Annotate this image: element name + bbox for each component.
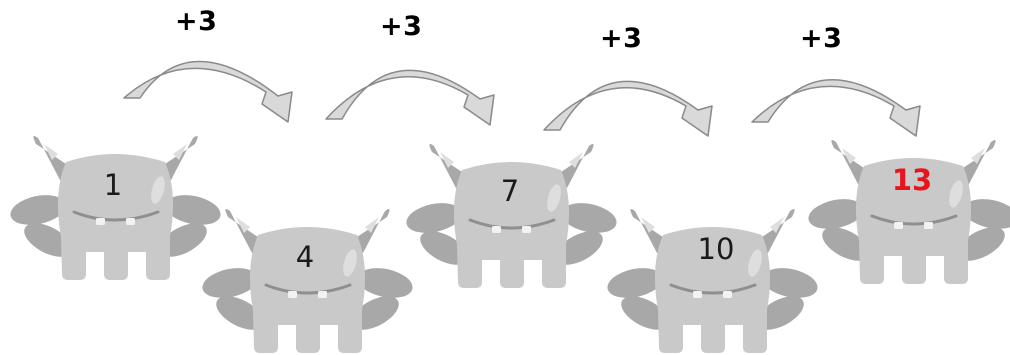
- monster-3: [402, 142, 621, 290]
- curved-arrow-icon: [123, 60, 293, 123]
- monster-2: [198, 207, 417, 355]
- monster-4: [603, 207, 822, 355]
- sequence-number-1: 1: [103, 168, 123, 202]
- sequence-number-3: 7: [500, 174, 520, 208]
- curved-arrow-icon: [325, 69, 495, 126]
- step-label-2: +3: [380, 11, 423, 42]
- sequence-number-4: 10: [697, 232, 735, 266]
- curved-arrow-icon: [751, 79, 921, 137]
- monster-1: [6, 134, 225, 282]
- step-label-3: +3: [600, 23, 643, 54]
- step-label-1: +3: [175, 6, 218, 37]
- curved-arrow-icon: [543, 80, 713, 137]
- answer-number: 13: [891, 163, 933, 197]
- sequence-number-2: 4: [295, 240, 315, 274]
- monster-5: [804, 138, 1010, 286]
- step-label-4: +3: [800, 23, 843, 54]
